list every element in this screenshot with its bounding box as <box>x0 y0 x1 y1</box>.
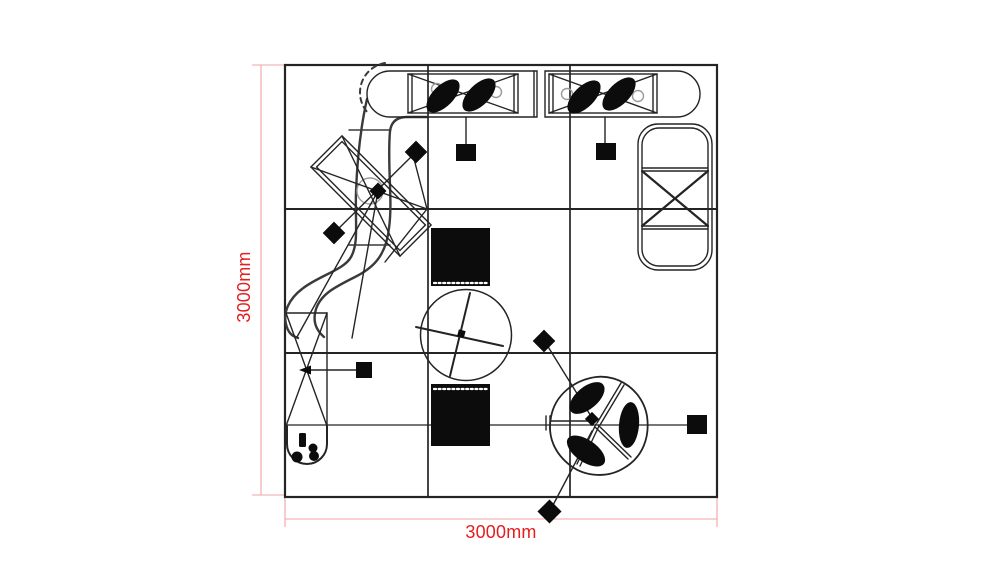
table-spoke <box>597 424 632 458</box>
desk-outline <box>544 70 701 118</box>
table-spoke <box>599 384 625 426</box>
width-dimension-label: 3000mm <box>465 522 536 542</box>
cup-icon <box>631 89 645 103</box>
monitor-stool-icon <box>356 362 372 378</box>
office-chair-icon <box>426 79 460 113</box>
black-cabinet-icon <box>431 384 490 446</box>
folding-table-icon <box>637 123 713 271</box>
table-spoke <box>596 382 622 424</box>
pot-pebble <box>309 451 319 461</box>
desk-outline <box>366 70 538 118</box>
table-hub <box>457 329 466 338</box>
table-spoke <box>594 426 629 460</box>
table-hub <box>584 411 600 427</box>
organic-round-table-icon <box>532 329 707 524</box>
pot-pebble <box>308 443 318 453</box>
partition-right-edge <box>313 115 430 339</box>
leader-line <box>341 135 401 257</box>
leader-line <box>296 190 379 338</box>
table-blob-outline <box>549 375 649 476</box>
capsule-desk-left <box>366 70 538 161</box>
shelf-panel-unit <box>285 312 372 465</box>
office-chair-icon <box>569 382 605 414</box>
black-cabinet-icon <box>431 228 490 286</box>
leader-line <box>384 208 428 263</box>
office-chair-icon <box>602 77 636 111</box>
leader-line <box>412 154 428 210</box>
office-chair-icon <box>462 78 496 112</box>
curved-partition-wall-icon <box>284 62 430 340</box>
desk-bracket <box>407 73 519 114</box>
leader-line <box>351 190 379 339</box>
plant-pot-icon <box>286 425 328 465</box>
diamond-stool-icon <box>532 329 556 353</box>
leader-line <box>310 166 428 210</box>
office-chair-icon <box>566 435 606 467</box>
dimension-annotations <box>252 64 718 527</box>
monitor-stool-icon <box>687 415 707 434</box>
round-cross-table-icon <box>419 288 513 382</box>
plan <box>283 62 719 524</box>
cup-icon <box>560 87 574 101</box>
capsule-desk-right <box>544 70 701 160</box>
height-dimension-label: 3000mm <box>234 251 254 322</box>
table-cross <box>640 169 710 228</box>
center-furniture <box>415 228 513 446</box>
pot-pebble <box>291 451 303 463</box>
monitor-stool-icon <box>456 144 476 161</box>
table-outer <box>637 123 713 271</box>
bracket-cross <box>407 73 519 114</box>
bracket-cross <box>548 73 658 114</box>
diamond-stool-icon <box>537 499 562 524</box>
desk-bracket <box>548 73 658 114</box>
office-chair-icon <box>618 402 640 448</box>
office-chair-icon <box>567 80 601 114</box>
door-swing-dashed-arc <box>359 62 386 115</box>
display-hub <box>369 182 387 200</box>
arrowhead-icon <box>299 365 311 375</box>
table-inner <box>641 127 709 267</box>
outer-wall <box>283 63 719 499</box>
monitor-stool-icon <box>596 143 616 160</box>
pot-item <box>299 433 306 447</box>
partition-left-edge <box>284 97 369 340</box>
